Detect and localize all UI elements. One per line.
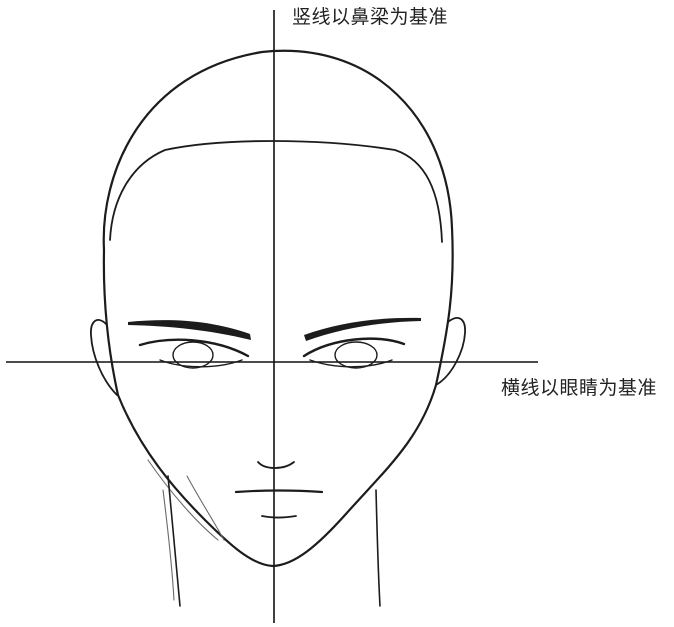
left-eye-lower-lid — [159, 359, 243, 368]
left-eye-upper-lid — [138, 338, 250, 358]
neck-left-sketch — [162, 489, 175, 601]
nose — [257, 461, 295, 469]
horizontal-guide-label: 横线以眼睛为基准 — [501, 377, 658, 399]
right-eyebrow — [304, 317, 421, 341]
left-cheek-stroke — [147, 459, 219, 541]
neck-right — [375, 489, 381, 607]
right-eye-lower-lid — [309, 359, 393, 368]
right-ear — [435, 317, 466, 386]
neck-left — [167, 475, 181, 607]
left-eyebrow — [128, 320, 251, 340]
right-eye-iris — [334, 341, 378, 369]
vertical-guide-label: 竖线以鼻梁为基准 — [292, 6, 449, 28]
left-eye-iris — [172, 341, 214, 369]
head-outline — [102, 49, 454, 568]
left-ear — [90, 319, 118, 396]
hairline — [109, 140, 443, 243]
right-eye-upper-lid — [302, 337, 406, 358]
left-jaw-stroke — [186, 475, 225, 541]
mouth — [234, 489, 324, 494]
lower-lip — [261, 515, 297, 519]
